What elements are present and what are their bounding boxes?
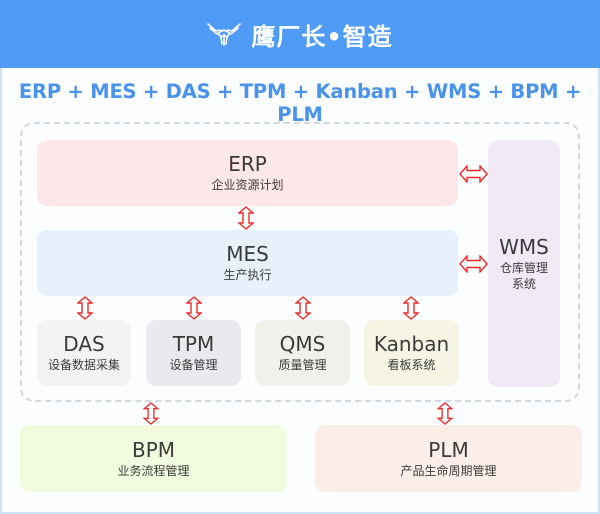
- module-tpm: TPM 设备管理: [146, 320, 241, 386]
- header-banner: 鹰厂长•智造: [0, 0, 600, 68]
- system-modules-summary: ERP + MES + DAS + TPM + Kanban + WMS + B…: [18, 80, 582, 126]
- module-plm: PLM 产品生命周期管理: [315, 425, 582, 492]
- module-wms-name: WMS: [499, 234, 549, 259]
- module-tpm-name: TPM: [172, 332, 215, 356]
- arrow-mes-qms-icon: [295, 296, 311, 320]
- module-bpm-name: BPM: [131, 437, 176, 462]
- arrow-mes-kanban-icon: [403, 296, 419, 320]
- module-bpm-desc: 业务流程管理: [117, 463, 190, 478]
- module-mes-name: MES: [226, 242, 269, 266]
- module-qms-name: QMS: [279, 332, 326, 356]
- module-qms-desc: 质量管理: [278, 358, 327, 372]
- module-kanban-name: Kanban: [373, 332, 450, 356]
- core-system-group-border: [20, 122, 580, 402]
- arrow-core-plm-icon: [437, 402, 453, 425]
- arrow-mes-wms-icon: [459, 255, 488, 273]
- eagle-wings-logo-icon: [207, 23, 242, 46]
- module-tpm-desc: 设备管理: [169, 358, 218, 372]
- module-das-name: DAS: [63, 332, 105, 356]
- module-plm-name: PLM: [428, 437, 469, 462]
- module-kanban: Kanban 看板系统: [364, 320, 459, 386]
- module-qms: QMS 质量管理: [255, 320, 350, 386]
- module-mes: MES 生产执行: [37, 230, 458, 296]
- arrow-erp-wms-icon: [459, 165, 488, 183]
- module-das: DAS 设备数据采集: [37, 320, 131, 386]
- arrow-mes-das-icon: [77, 296, 93, 320]
- module-erp-desc: 企业资源计划: [211, 178, 284, 192]
- brand-title: 鹰厂长•智造: [251, 22, 393, 51]
- module-bpm: BPM 业务流程管理: [20, 425, 287, 492]
- module-wms-desc: 仓库管理系统: [499, 260, 548, 291]
- module-kanban-desc: 看板系统: [387, 358, 436, 372]
- arrow-core-bpm-icon: [143, 402, 159, 425]
- module-plm-desc: 产品生命周期管理: [400, 463, 497, 478]
- module-mes-desc: 生产执行: [223, 268, 272, 282]
- module-das-desc: 设备数据采集: [47, 358, 120, 372]
- arrow-erp-mes-icon: [238, 206, 254, 230]
- module-erp: ERP 企业资源计划: [37, 140, 458, 206]
- module-erp-name: ERP: [228, 152, 267, 176]
- arrow-mes-tpm-icon: [186, 296, 202, 320]
- module-wms: WMS 仓库管理系统: [488, 140, 560, 387]
